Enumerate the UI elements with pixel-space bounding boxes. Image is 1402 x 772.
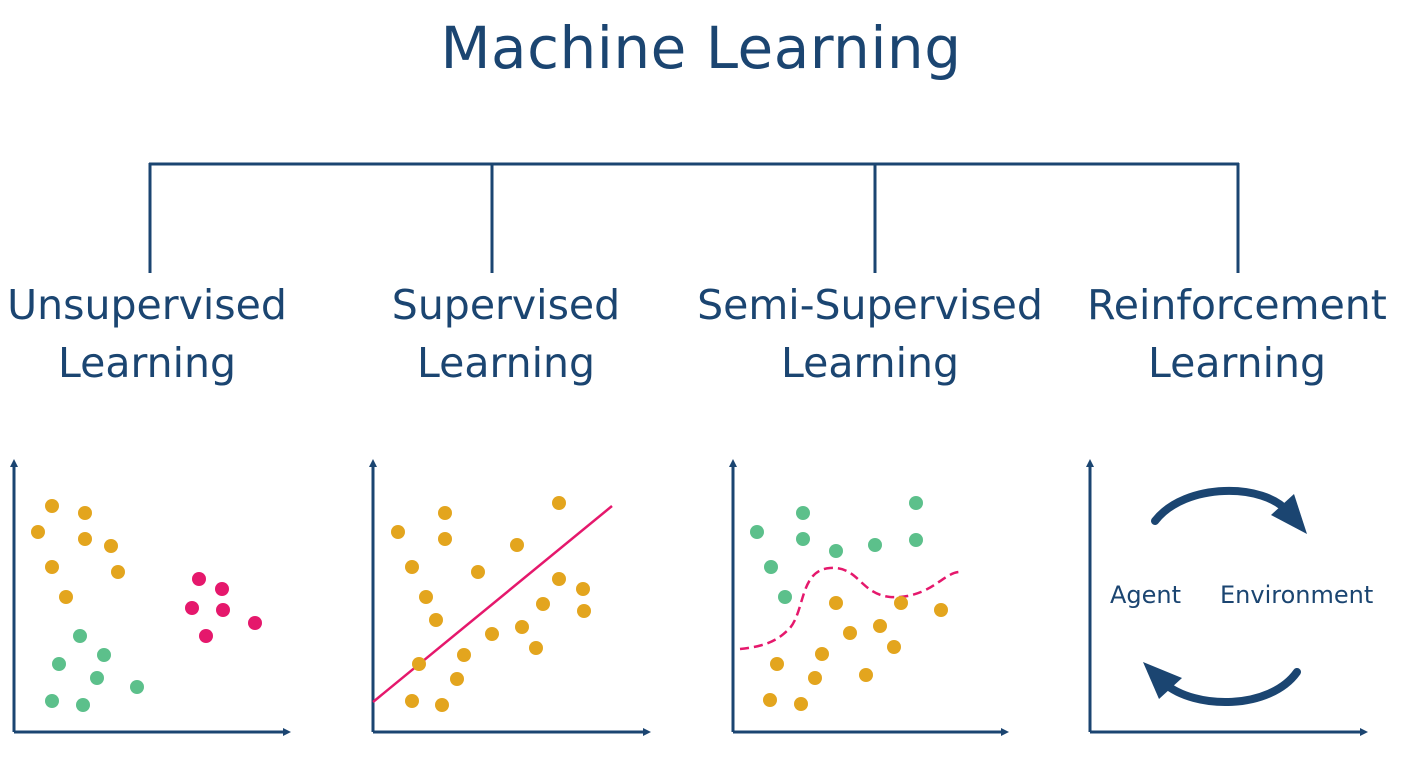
- orange-data-point: [111, 565, 125, 579]
- orange-data-point: [815, 647, 829, 661]
- orange-data-point: [873, 619, 887, 633]
- green-data-point: [764, 560, 778, 574]
- green-data-point: [76, 698, 90, 712]
- label-line-2: Learning: [58, 339, 236, 387]
- orange-data-point: [770, 657, 784, 671]
- orange-data-point: [536, 597, 550, 611]
- magenta-data-point: [248, 616, 262, 630]
- label-line-2: Learning: [1148, 339, 1326, 387]
- orange-data-point: [894, 596, 908, 610]
- green-data-point: [868, 538, 882, 552]
- orange-data-point: [829, 596, 843, 610]
- orange-data-point: [45, 560, 59, 574]
- decision-boundary-line: [372, 505, 613, 703]
- label-supervised-learning: Supervised Learning: [306, 276, 706, 392]
- orange-data-point: [104, 539, 118, 553]
- label-line-1: Supervised: [391, 281, 621, 329]
- orange-data-point: [435, 698, 449, 712]
- orange-data-point: [859, 668, 873, 682]
- panel-semi-supervised: [729, 459, 1009, 736]
- orange-data-point: [391, 525, 405, 539]
- arrow-clockwise-top-icon: [1151, 486, 1307, 534]
- panel-unsupervised: [10, 459, 291, 736]
- orange-data-point: [438, 532, 452, 546]
- panel-reinforcement: [1086, 459, 1368, 736]
- green-data-point: [750, 525, 764, 539]
- orange-data-point: [794, 697, 808, 711]
- label-line-1: Semi-Supervised: [697, 281, 1043, 329]
- orange-data-point: [887, 640, 901, 654]
- arrow-clockwise-bottom-icon: [1143, 662, 1301, 707]
- green-data-point: [796, 506, 810, 520]
- label-line-2: Learning: [781, 339, 959, 387]
- orange-data-point: [450, 672, 464, 686]
- orange-data-point: [31, 525, 45, 539]
- magenta-data-point: [185, 601, 199, 615]
- orange-data-point: [429, 613, 443, 627]
- orange-data-point: [808, 671, 822, 685]
- green-data-point: [909, 533, 923, 547]
- green-data-point: [796, 532, 810, 546]
- panel-supervised: [369, 459, 651, 736]
- green-data-point: [45, 694, 59, 708]
- green-data-point: [73, 629, 87, 643]
- orange-data-point: [843, 626, 857, 640]
- orange-data-point: [405, 694, 419, 708]
- diagram-title: Machine Learning: [440, 14, 962, 82]
- orange-data-point: [78, 506, 92, 520]
- magenta-data-point: [199, 629, 213, 643]
- orange-data-point: [457, 648, 471, 662]
- orange-data-point: [934, 603, 948, 617]
- orange-data-point: [515, 620, 529, 634]
- label-line-2: Learning: [417, 339, 595, 387]
- green-data-point: [52, 657, 66, 671]
- orange-data-point: [438, 506, 452, 520]
- orange-data-point: [763, 693, 777, 707]
- orange-data-point: [577, 604, 591, 618]
- magenta-data-point: [216, 603, 230, 617]
- magenta-data-point: [215, 582, 229, 596]
- label-line-1: Reinforcement: [1087, 281, 1387, 329]
- label-unsupervised-learning: Unsupervised Learning: [0, 276, 347, 392]
- green-data-point: [909, 496, 923, 510]
- green-data-point: [97, 648, 111, 662]
- orange-data-point: [510, 538, 524, 552]
- orange-data-point: [529, 641, 543, 655]
- orange-data-point: [471, 565, 485, 579]
- label-semi-supervised-learning: Semi-Supervised Learning: [670, 276, 1070, 392]
- environment-label: Environment: [1220, 581, 1374, 609]
- orange-data-point: [405, 560, 419, 574]
- orange-data-point: [552, 496, 566, 510]
- green-data-point: [778, 590, 792, 604]
- magenta-data-point: [192, 572, 206, 586]
- orange-data-point: [59, 590, 73, 604]
- orange-data-point: [485, 627, 499, 641]
- orange-data-point: [78, 532, 92, 546]
- green-data-point: [130, 680, 144, 694]
- orange-data-point: [576, 582, 590, 596]
- orange-data-point: [419, 590, 433, 604]
- green-data-point: [90, 671, 104, 685]
- green-data-point: [829, 544, 843, 558]
- dashed-boundary-curve: [739, 566, 964, 651]
- label-reinforcement-learning: Reinforcement Learning: [1037, 276, 1402, 392]
- orange-data-point: [412, 657, 426, 671]
- label-line-1: Unsupervised: [7, 281, 287, 329]
- orange-data-point: [45, 499, 59, 513]
- agent-label: Agent: [1110, 581, 1182, 609]
- orange-data-point: [552, 572, 566, 586]
